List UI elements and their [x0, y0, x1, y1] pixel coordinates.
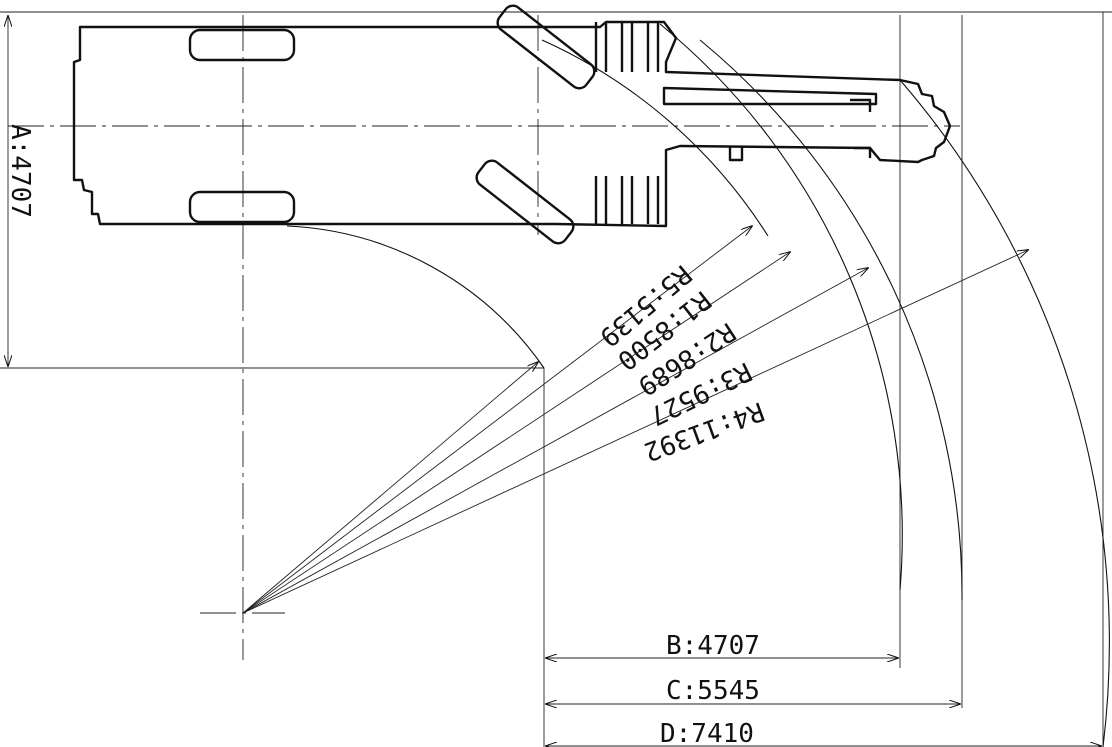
- vehicle-body: [72, 20, 952, 228]
- wheel-rear-right: [188, 190, 296, 224]
- dimension-c: C:5545: [546, 676, 960, 706]
- wheel-front-left: [496, 4, 596, 90]
- center-lines: [8, 15, 960, 660]
- wheels: [188, 4, 596, 245]
- turning-arcs: [286, 23, 1110, 747]
- extension-lines: [0, 15, 963, 747]
- dimension-a-label: A:4707: [5, 124, 35, 218]
- dimension-b: B:4707: [546, 631, 898, 661]
- dimension-a: A:4707: [5, 16, 35, 366]
- wheel-rear-left: [188, 28, 296, 62]
- dimension-d-label: D:7410: [660, 719, 754, 747]
- dimension-c-label: C:5545: [666, 676, 760, 706]
- wheel-front-right: [475, 159, 575, 245]
- dimension-d: D:7410: [546, 719, 1101, 747]
- radius-labels: R5:5139 R1:8500 R2:8689 R3:9527 R4:11392: [594, 259, 768, 467]
- radius-lines: [242, 226, 1028, 614]
- dimension-b-label: B:4707: [666, 631, 760, 661]
